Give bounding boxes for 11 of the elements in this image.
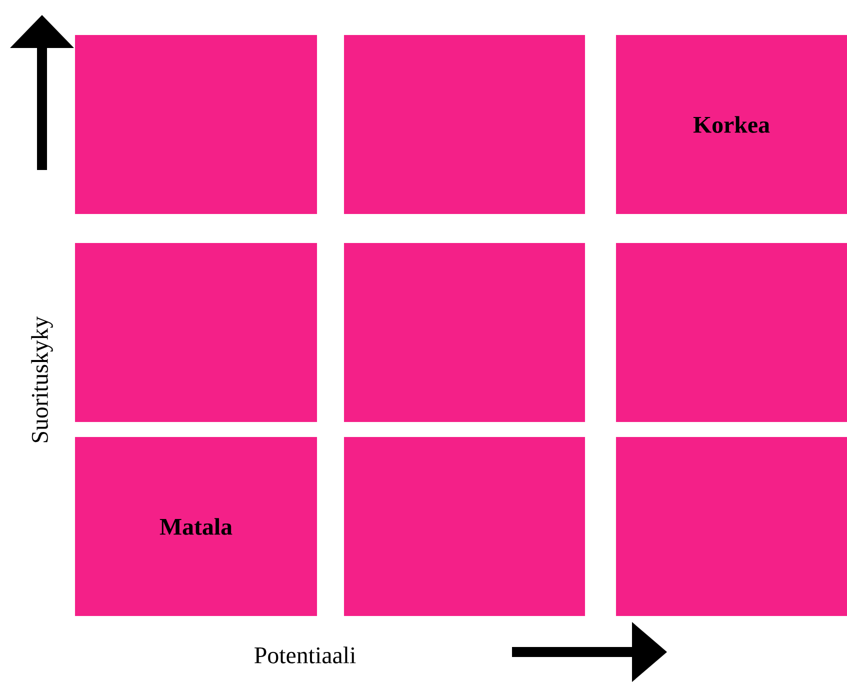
grid-cell xyxy=(75,35,317,214)
grid-cell: Matala xyxy=(75,437,317,616)
grid-cell xyxy=(616,243,847,422)
axis-label: Suorituskyky xyxy=(31,316,53,442)
grid-cell: Korkea xyxy=(616,35,847,214)
grid-cell xyxy=(344,437,585,616)
grid-cell xyxy=(344,35,585,214)
grid-cell xyxy=(344,243,585,422)
axis-label: Potentiaali xyxy=(254,646,356,664)
grid-cell xyxy=(616,437,847,616)
grid-cell xyxy=(75,243,317,422)
